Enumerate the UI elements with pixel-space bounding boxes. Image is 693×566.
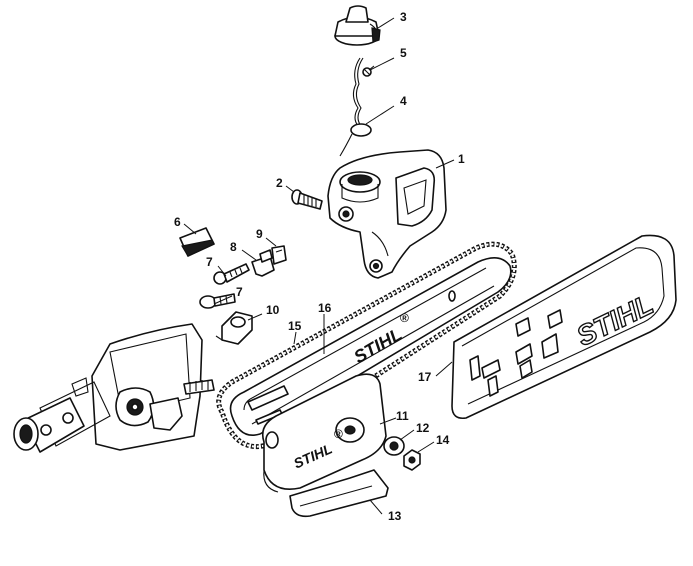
part-12-washer[interactable] — [383, 436, 405, 456]
callout-2: 2 — [276, 176, 283, 190]
callout-17: 17 — [418, 370, 432, 384]
callout-15: 15 — [288, 319, 302, 333]
leader-lines — [183, 17, 455, 515]
callout-3: 3 — [400, 10, 407, 24]
callout-5: 5 — [400, 46, 407, 60]
part-7-screw-lower[interactable] — [199, 293, 236, 309]
part-3-tank-cap[interactable] — [334, 5, 381, 46]
part-5-screw[interactable] — [362, 65, 375, 77]
part-13-lower-plate[interactable] — [289, 469, 389, 518]
part-9-clip[interactable] — [271, 245, 287, 265]
cover-registered-mark: ® — [334, 427, 343, 441]
callout-7-lower: 7 — [236, 285, 243, 299]
callout-6: 6 — [174, 215, 181, 229]
callout-10: 10 — [266, 303, 280, 317]
part-8-bracket[interactable] — [251, 249, 275, 277]
callout-9: 9 — [256, 227, 263, 241]
callout-16: 16 — [318, 301, 332, 315]
part-11-sprocket-cover[interactable]: STIHL ® — [261, 373, 387, 493]
part-6-plate[interactable] — [179, 227, 215, 257]
callout-8: 8 — [230, 240, 237, 254]
bar-registered-mark: ® — [400, 311, 409, 325]
part-17-scabbard[interactable]: STIHL — [451, 234, 677, 420]
part-4-retaining-strap[interactable] — [339, 57, 372, 157]
callout-7-upper: 7 — [206, 255, 213, 269]
part-15-saw-chain[interactable] — [216, 241, 517, 450]
callout-numbers: 3 5 4 1 2 6 9 8 7 7 10 15 16 17 11 12 14… — [174, 10, 465, 523]
callout-12: 12 — [416, 421, 430, 435]
part-1-oil-tank-housing[interactable] — [327, 149, 447, 279]
callout-1: 1 — [458, 152, 465, 166]
callout-4: 4 — [400, 94, 407, 108]
part-7-screw-upper[interactable] — [213, 263, 250, 285]
part-10-clamp[interactable] — [215, 311, 253, 345]
part-2-bolt[interactable] — [291, 189, 323, 210]
gear-housing — [13, 323, 215, 453]
callout-14: 14 — [436, 433, 450, 447]
callout-11: 11 — [396, 409, 409, 423]
part-16-guide-bar[interactable]: STIHL ® — [229, 257, 512, 436]
callout-13: 13 — [388, 509, 402, 523]
part-14-nut[interactable] — [403, 449, 421, 471]
